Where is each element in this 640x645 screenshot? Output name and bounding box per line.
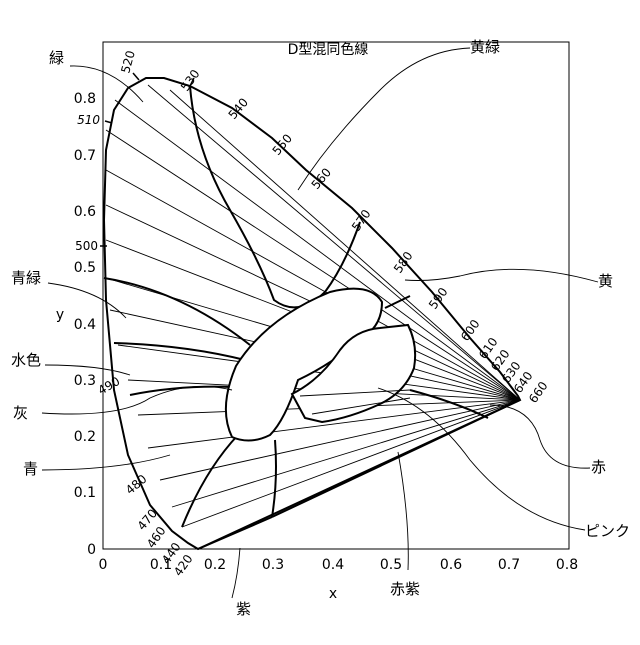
y-tick-label: 0.1 [74, 485, 96, 501]
boundary-aqua [114, 343, 245, 360]
boundary-blue-purple [182, 435, 238, 527]
leader-redpurple [398, 452, 408, 570]
region-label-purple: 紫 [236, 600, 251, 618]
wavelength-label: 580 [391, 249, 416, 276]
leader-gray [42, 386, 232, 414]
y-tick-label: 0.2 [74, 429, 96, 445]
wavelength-label: 500 [75, 239, 98, 253]
region-label-blue: 青 [23, 460, 38, 478]
y-axis-label: y [56, 307, 64, 323]
wavelength-label: 520 [118, 49, 137, 75]
y-tick-label: 0.6 [74, 204, 96, 220]
region-label-aqua: 水色 [11, 351, 41, 369]
x-tick-label: 0.8 [556, 557, 578, 573]
y-tick-label: 0.5 [74, 260, 96, 276]
y-tick-label: 0.4 [74, 317, 96, 333]
wavelength-label: 570 [349, 207, 374, 234]
leader-blue [42, 455, 170, 470]
x-tick-label: 0.6 [440, 557, 462, 573]
region-label-red: 赤 [591, 458, 606, 476]
y-tick-labels: 0 0.1 0.2 0.3 0.4 0.5 0.6 0.7 0.8 [74, 91, 96, 558]
purple-line-segment [198, 517, 272, 549]
region-label-yellow-green: 黄緑 [470, 38, 500, 56]
x-axis-label: x [329, 586, 337, 602]
x-tick-label: 0.5 [380, 557, 402, 573]
wavelength-label: 490 [96, 374, 123, 398]
x-tick-label: 0.4 [322, 557, 344, 573]
boundary-bluegreen [104, 278, 250, 345]
boundary-green-yellowgreen [190, 86, 325, 307]
y-tick-label: 0.7 [74, 148, 96, 164]
x-tick-label: 0.7 [498, 557, 520, 573]
region-label-gray: 灰 [13, 404, 28, 422]
region-label-pink: ピンク [585, 522, 630, 540]
region-label-yellow: 黄 [598, 272, 613, 290]
tick-mark [133, 73, 139, 80]
y-tick-label: 0.8 [74, 91, 96, 107]
leader-pink [378, 388, 585, 530]
wavelength-label: 600 [458, 317, 483, 344]
y-tick-label: 0 [87, 542, 96, 558]
x-tick-label: 0.3 [262, 557, 284, 573]
x-tick-label: 0.2 [204, 557, 226, 573]
chart-title: D型混同色線 [288, 41, 369, 58]
region-label-red-purple: 赤紫 [390, 580, 420, 598]
wavelength-label: 510 [77, 113, 100, 127]
region-label-green: 緑 [49, 49, 64, 67]
x-tick-label: 0 [99, 557, 108, 573]
leader-purple [232, 548, 240, 598]
region-label-blue-green: 青緑 [11, 269, 41, 287]
wavelength-label: 540 [226, 95, 251, 122]
boundary-purple-redpurple [272, 440, 276, 517]
y-tick-label: 0.3 [74, 373, 96, 389]
boundary-yellow-red [385, 296, 410, 308]
leader-red [490, 405, 590, 468]
wavelength-label: 550 [270, 131, 295, 158]
